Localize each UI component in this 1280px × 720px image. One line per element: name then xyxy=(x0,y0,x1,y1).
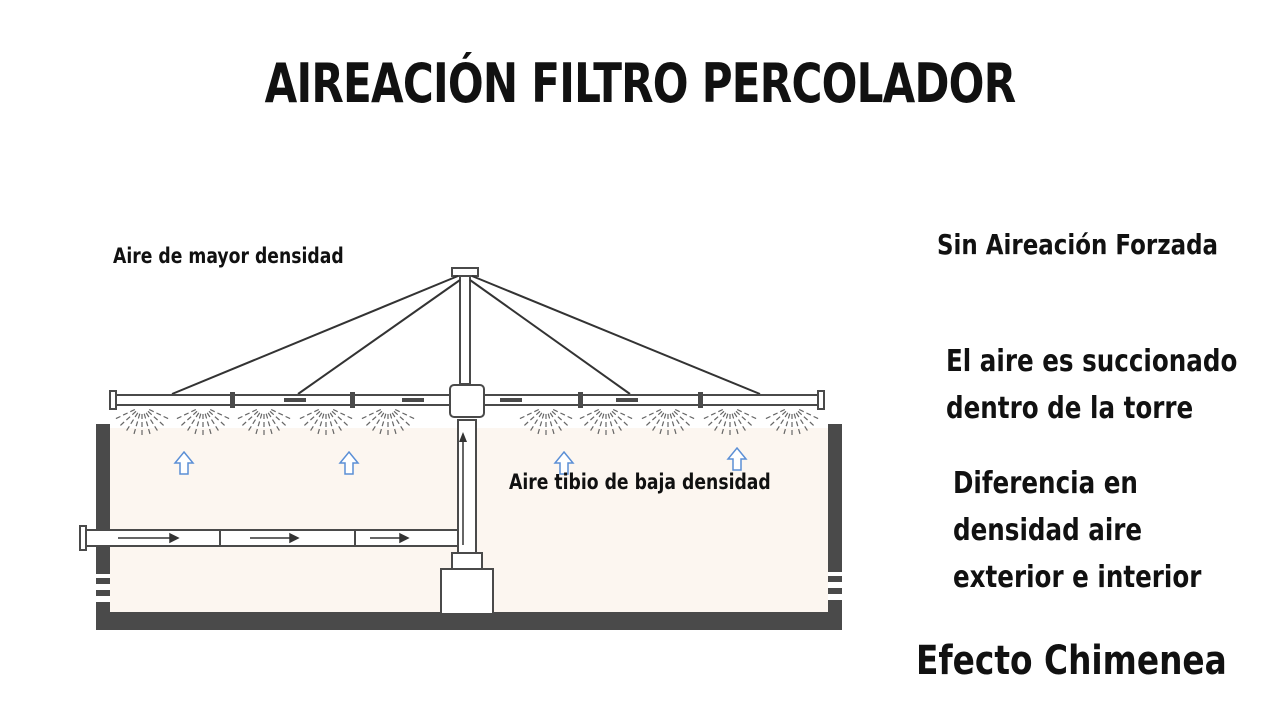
side-point-2-line: exterior e interior xyxy=(953,560,1202,595)
tank-wall-left-slot xyxy=(96,578,110,584)
page-title: AIREACIÓN FILTRO PERCOLADOR xyxy=(264,52,1016,115)
tank-wall-right xyxy=(828,424,842,572)
spray-nozzle-icon xyxy=(641,408,695,435)
distributor-arm-right xyxy=(481,394,821,406)
spray-nozzle-icon xyxy=(703,408,757,435)
arm-end-cap-right xyxy=(817,390,825,410)
distributor-hub xyxy=(449,384,485,418)
support-cables xyxy=(171,275,761,395)
distributor-mast xyxy=(459,273,471,385)
up-arrow-icon xyxy=(726,446,748,471)
distributor-arm-left xyxy=(113,394,453,406)
side-point-2: Diferencia en densidad aire exterior e i… xyxy=(953,460,1201,601)
label-high-density-air: Aire de mayor densidad xyxy=(113,244,344,268)
up-arrow-icon xyxy=(553,450,575,475)
air-flow-arrows xyxy=(173,446,748,475)
mast-cap xyxy=(451,267,479,277)
spray-nozzle-icon xyxy=(176,408,230,435)
label-low-density-air: Aire tibio de baja densidad xyxy=(509,470,771,494)
side-conclusion: Efecto Chimenea xyxy=(916,638,1227,684)
up-arrow-icon xyxy=(338,450,360,475)
spray-nozzle-icon xyxy=(115,408,169,435)
arm-end-cap-left xyxy=(109,390,117,410)
side-point-2-line: Diferencia en xyxy=(953,466,1138,501)
tank-wall-right-slot xyxy=(828,576,842,582)
spray-nozzles xyxy=(115,408,819,435)
side-heading: Sin Aireación Forzada xyxy=(937,228,1219,261)
tank-wall-left-slot xyxy=(96,590,110,596)
side-point-1-line: dentro de la torre xyxy=(946,391,1194,426)
tank-wall-left xyxy=(96,424,110,574)
column-base xyxy=(451,552,483,570)
spray-nozzle-icon xyxy=(299,408,353,435)
flow-arrow-icon xyxy=(118,532,410,544)
tank-floor xyxy=(96,612,842,630)
spray-nozzle-icon xyxy=(519,408,573,435)
tank-wall-right-slot xyxy=(828,588,842,594)
side-point-1-line: El aire es succionado xyxy=(946,344,1238,379)
tank-wall-right-base xyxy=(828,600,842,614)
up-arrow-icon xyxy=(173,450,195,475)
side-point-1: El aire es succionado dentro de la torre xyxy=(946,338,1237,432)
spray-nozzle-icon xyxy=(765,408,819,435)
spray-nozzle-icon xyxy=(579,408,633,435)
spray-nozzle-icon xyxy=(237,408,291,435)
column-foundation xyxy=(440,568,494,615)
spray-nozzle-icon xyxy=(361,408,415,435)
side-point-2-line: densidad aire xyxy=(953,513,1143,548)
